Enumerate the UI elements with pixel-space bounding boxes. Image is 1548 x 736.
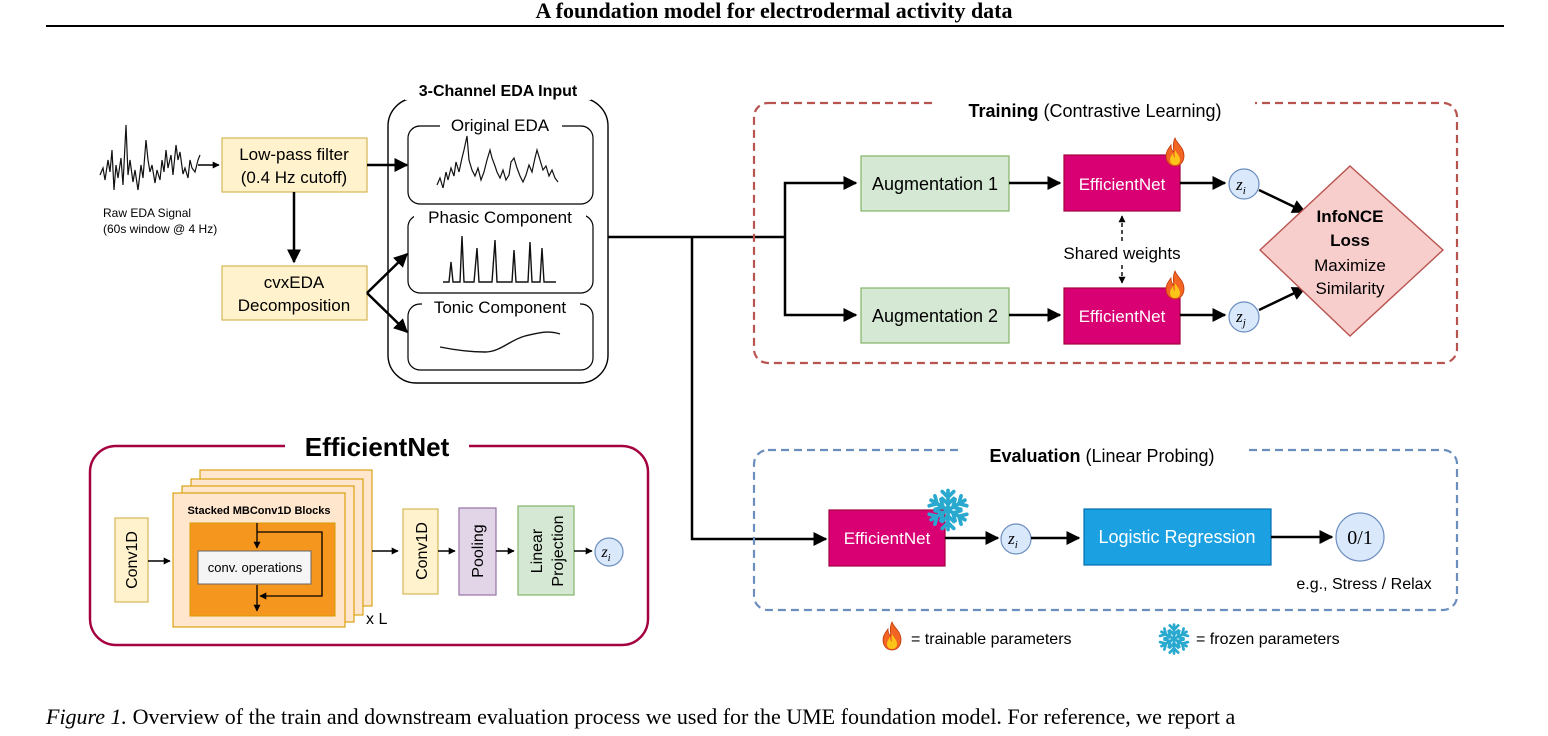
conv-out-label: Conv1D (414, 522, 431, 580)
eval-latent-label: zi (1007, 529, 1018, 551)
panel-latent-label: zi (600, 544, 610, 564)
caption-label: Figure 1. (46, 704, 128, 729)
eval-encoder-box (828, 509, 946, 567)
linear-projection-label: Linear (529, 528, 546, 573)
conv-ops-label: conv. operations (208, 560, 303, 575)
latent-zj-label: zj (1235, 307, 1246, 329)
training-panel (752, 101, 1459, 365)
fire-icon (1165, 137, 1185, 167)
infonce-loss-node (1258, 165, 1445, 337)
linear-projection-label-2: Projection (550, 515, 567, 586)
cvxeda-box (221, 265, 368, 321)
input-group-title: 3-Channel EDA Input (419, 83, 578, 100)
lowpass-filter-box (221, 137, 368, 193)
stacked-blocks-title: Stacked MBConv1D Blocks (187, 505, 330, 517)
loss-title: InfoNCE (1316, 207, 1383, 226)
cvxeda-label: cvxEDA (264, 273, 325, 292)
repeat-label: x L (366, 611, 387, 628)
conv-out-box (402, 508, 439, 595)
channel-original-box (407, 125, 594, 205)
lowpass-filter-cutoff: (0.4 Hz cutoff) (241, 168, 347, 187)
latent-zi-node (1228, 168, 1260, 200)
augmentation-1-label: Augmentation 1 (872, 174, 998, 194)
legend-frozen-label: = frozen parameters (1196, 631, 1340, 648)
raw-eda-waveform (99, 124, 201, 191)
page-title: A foundation model for electrodermal act… (535, 0, 1013, 23)
loss-desc-2: Similarity (1316, 279, 1385, 298)
linear-projection-box (517, 505, 575, 596)
pooling-label: Pooling (470, 524, 487, 577)
raw-signal-label: Raw EDA Signal (103, 206, 191, 220)
raw-signal-sublabel: (60s window @ 4 Hz) (103, 222, 217, 236)
fire-icon (1165, 270, 1185, 300)
lowpass-filter-label: Low-pass filter (239, 145, 349, 164)
augmentation-2-label: Augmentation 2 (872, 306, 998, 326)
conv-ops-box (197, 550, 312, 585)
original-eda-waveform (436, 135, 559, 189)
cvxeda-sublabel: Decomposition (238, 296, 350, 315)
tonic-waveform (439, 331, 561, 353)
evaluation-panel (752, 448, 1459, 612)
training-encoder-top (1063, 154, 1181, 212)
snowflake-icon (928, 490, 968, 529)
training-encoder-bottom-label: EfficientNet (1079, 307, 1166, 326)
fire-icon (882, 621, 902, 651)
training-title: Training (Contrastive Learning) (968, 101, 1221, 121)
snowflake-icon (1159, 625, 1188, 654)
latent-zi-label: zi (1235, 175, 1246, 197)
pipeline-diagram: Raw EDA Signal (60s window @ 4 Hz) Low-p… (88, 83, 1459, 700)
loss-desc-1: Maximize (1314, 256, 1386, 275)
conv-in-label: Conv1D (124, 531, 141, 589)
eval-encoder-label: EfficientNet (844, 529, 931, 548)
latent-zj-node (1228, 301, 1260, 333)
output-node (1335, 512, 1385, 562)
conv-in-box (114, 517, 149, 603)
training-encoder-top-label: EfficientNet (1079, 175, 1166, 194)
title-rule (46, 25, 1504, 27)
loss-title-2: Loss (1330, 231, 1370, 250)
caption-text: Overview of the train and downstream eva… (127, 704, 1236, 729)
channel-tonic-label: Tonic Component (434, 298, 567, 317)
logistic-regression-label: Logistic Regression (1098, 527, 1255, 547)
logistic-regression-box (1083, 508, 1272, 566)
figure-caption: Figure 1. Overview of the train and down… (46, 704, 1526, 730)
output-label: 0/1 (1347, 527, 1373, 549)
phasic-waveform (443, 235, 556, 283)
evaluation-title: Evaluation (Linear Probing) (989, 446, 1214, 466)
training-encoder-bottom (1063, 287, 1181, 345)
channel-phasic-label: Phasic Component (428, 208, 572, 227)
efficientnet-panel-title: EfficientNet (305, 432, 450, 462)
channel-original-label: Original EDA (451, 116, 550, 135)
shared-weights-label: Shared weights (1063, 244, 1180, 263)
legend-trainable-label: = trainable parameters (911, 631, 1072, 648)
output-example: e.g., Stress / Relax (1296, 576, 1431, 593)
panel-latent-node (594, 537, 624, 567)
